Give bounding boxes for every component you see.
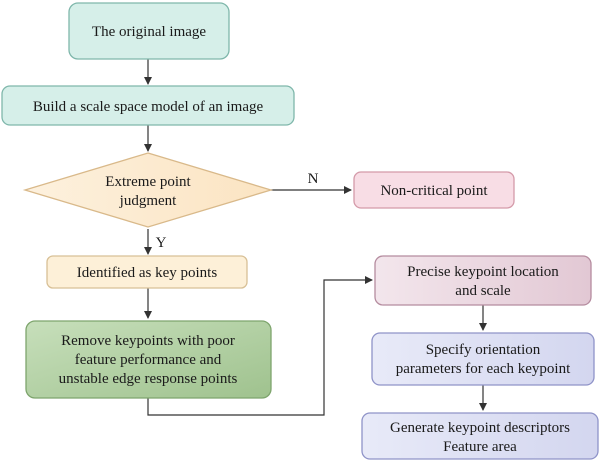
node-remove-keypoints: Remove keypoints with poor feature perfo… — [25, 320, 272, 399]
node-identified-key-label: Identified as key points — [77, 265, 218, 281]
node-original-image: The original image — [68, 2, 230, 60]
node-remove-line3: unstable edge response points — [59, 371, 238, 387]
node-orientation-line2: parameters for each keypoint — [396, 361, 571, 377]
node-specify-orientation: Specify orientation parameters for each … — [371, 332, 595, 386]
node-identified-key-points: Identified as key points — [46, 255, 248, 289]
node-precise-line2: and scale — [455, 283, 511, 299]
node-non-critical-point: Non-critical point — [353, 171, 515, 209]
node-scale-space-label: Build a scale space model of an image — [33, 99, 264, 115]
node-precise-keypoint-location: Precise keypoint location and scale — [374, 255, 592, 306]
node-original-image-label: The original image — [92, 24, 206, 40]
node-scale-space: Build a scale space model of an image — [1, 85, 295, 126]
edge-label-no: N — [308, 171, 319, 187]
node-descriptors-line1: Generate keypoint descriptors — [390, 420, 570, 436]
node-generate-descriptors: Generate keypoint descriptors Feature ar… — [361, 412, 599, 460]
node-remove-line2: feature performance and — [75, 352, 222, 368]
node-extreme-point-line1: Extreme point — [105, 174, 191, 190]
node-descriptors-line2: Feature area — [443, 439, 517, 455]
node-remove-line1: Remove keypoints with poor — [61, 333, 235, 349]
node-non-critical-label: Non-critical point — [380, 183, 488, 199]
node-extreme-point-judgment: Extreme point judgment — [22, 152, 274, 228]
node-orientation-line1: Specify orientation — [426, 342, 541, 358]
node-precise-line1: Precise keypoint location — [407, 264, 559, 280]
edge-label-yes: Y — [156, 235, 167, 251]
node-extreme-point-line2: judgment — [119, 193, 177, 209]
edge-remove-to-precise — [147, 276, 373, 416]
